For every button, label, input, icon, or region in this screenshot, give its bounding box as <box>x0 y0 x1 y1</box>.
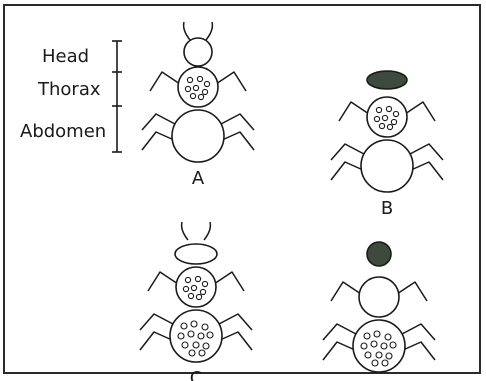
leg-right-2 <box>219 314 252 330</box>
insect-label-a: A <box>192 168 205 189</box>
leg-left-1 <box>150 72 180 91</box>
leg-right-3 <box>222 132 254 150</box>
leg-right-1 <box>216 72 246 91</box>
leg-left-3 <box>331 162 363 180</box>
head <box>184 38 212 66</box>
leg-right-2 <box>410 144 443 160</box>
insect-d: D <box>323 242 435 381</box>
antenna-right <box>204 222 210 240</box>
antennae <box>182 222 211 240</box>
antenna-right <box>206 22 212 40</box>
insect-a: A <box>142 22 254 189</box>
leg-left-3 <box>140 332 172 350</box>
leg-right-3 <box>411 162 443 180</box>
insects-layer: A B C D <box>140 22 443 381</box>
leg-left-2 <box>331 144 364 160</box>
leg-right-3 <box>220 332 252 350</box>
head <box>175 244 217 264</box>
label-abdomen: Abdomen <box>20 121 106 142</box>
leg-left-2 <box>323 324 356 340</box>
leg-left-1 <box>148 272 178 291</box>
body-part-bracket <box>112 41 122 152</box>
leg-left-1 <box>339 102 369 121</box>
leg-right-2 <box>221 114 254 130</box>
label-thorax: Thorax <box>37 79 101 100</box>
head <box>367 71 407 89</box>
leg-left-2 <box>140 314 173 330</box>
leg-right-1 <box>214 272 244 291</box>
leg-right-1 <box>397 282 427 301</box>
leg-left-3 <box>323 342 355 360</box>
leg-left-1 <box>331 282 361 301</box>
head <box>367 242 391 266</box>
insect-c: C <box>140 222 252 381</box>
insect-label-c: C <box>190 368 203 381</box>
label-head: Head <box>42 46 89 67</box>
insect-label-b: B <box>381 198 393 219</box>
thorax <box>359 277 399 317</box>
antenna-left <box>184 22 190 40</box>
abdomen <box>361 140 413 192</box>
leg-left-2 <box>142 114 175 130</box>
antenna-left <box>182 222 188 240</box>
leg-right-3 <box>403 342 435 360</box>
insect-b: B <box>331 71 443 219</box>
leg-right-2 <box>402 324 435 340</box>
leg-right-1 <box>405 102 435 121</box>
leg-left-3 <box>142 132 174 150</box>
abdomen <box>172 110 224 162</box>
